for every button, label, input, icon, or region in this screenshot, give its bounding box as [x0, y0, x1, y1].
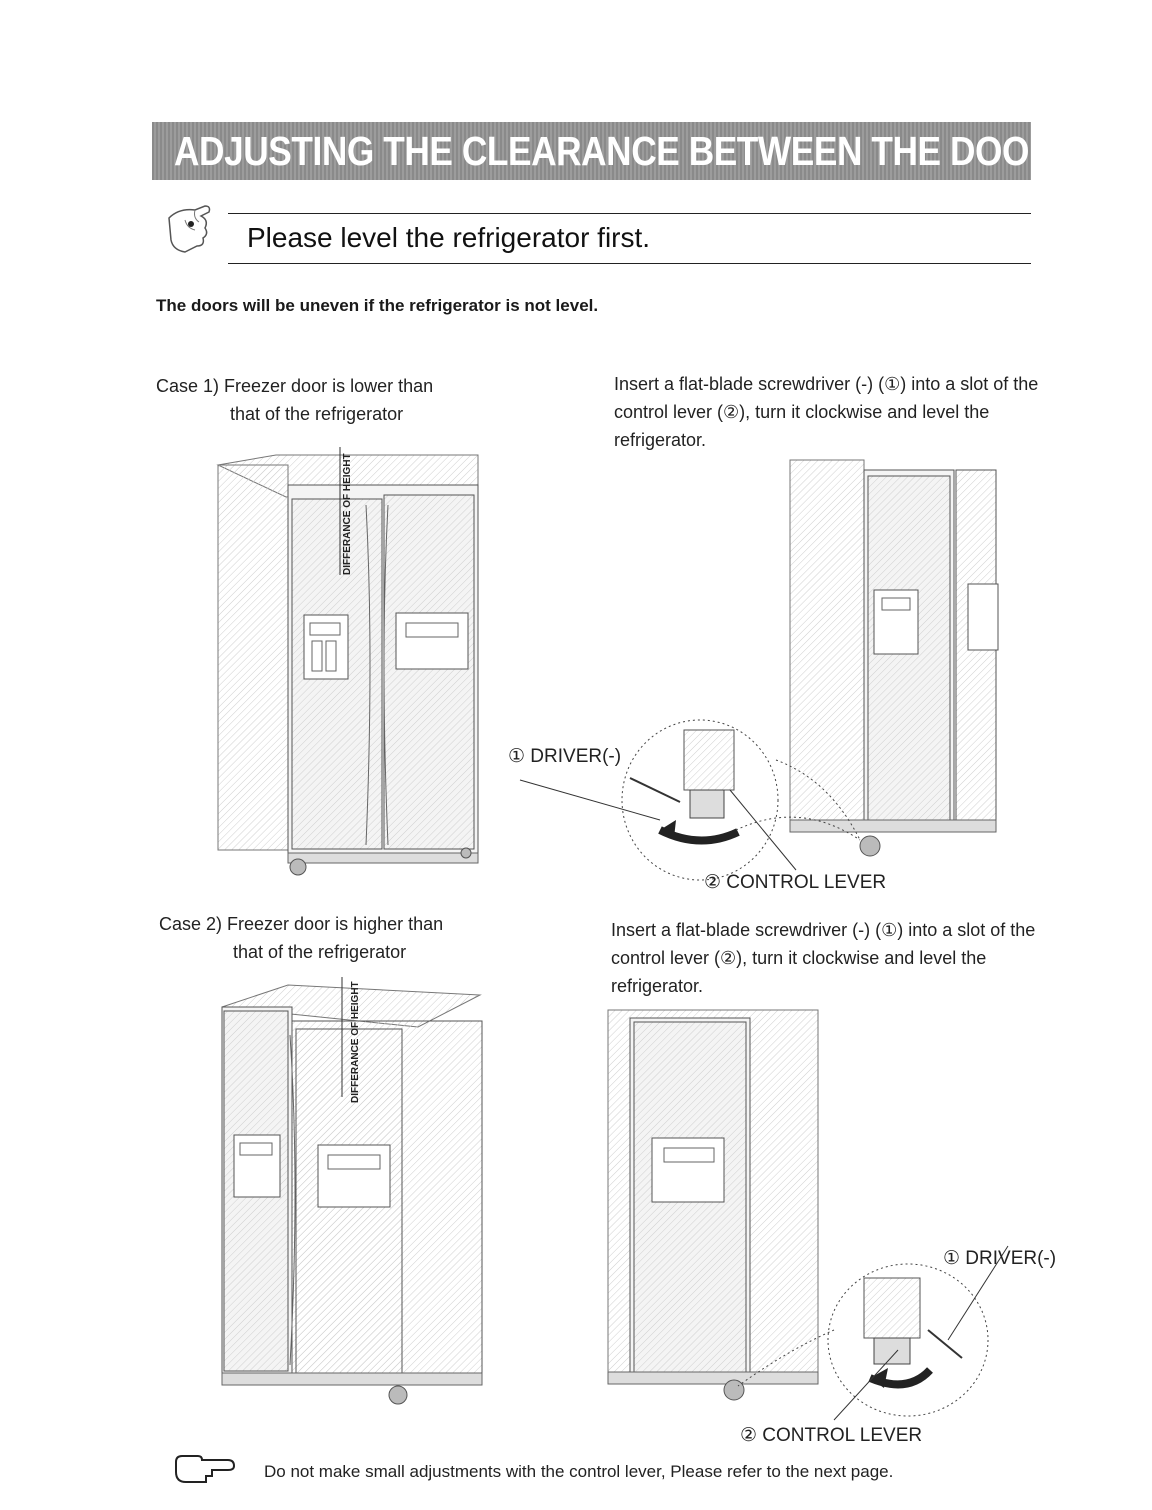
svg-text:DIFFERANCE OF HEIGHT: DIFFERANCE OF HEIGHT: [342, 453, 353, 575]
case2-instruction: Insert a flat-blade screwdriver (-) (①) …: [611, 920, 1036, 996]
subtitle-bottom-rule: [228, 263, 1031, 264]
case2-adjustment-illustration: [607, 1009, 1009, 1421]
case1-instruction: Insert a flat-blade screwdriver (-) (①) …: [614, 374, 1039, 450]
level-warning: The doors will be uneven if the refriger…: [156, 296, 599, 315]
case1-control-lever-label: ② CONTROL LEVER: [704, 872, 887, 893]
case1-adjustment-illustration: [519, 459, 999, 881]
page-title: ADJUSTING THE CLEARANCE BETWEEN THE DOOR…: [174, 128, 1078, 174]
title-banner: ADJUSTING THE CLEARANCE BETWEEN THE DOOR…: [152, 122, 1078, 180]
pointing-hand-icon: [165, 200, 217, 263]
case1-heading: Case 1) Freezer door is lower than that …: [156, 376, 434, 424]
subtitle: Please level the refrigerator first.: [247, 222, 651, 253]
case1-driver-label: ① DRIVER(-): [508, 746, 622, 767]
svg-text:DIFFERANCE OF HEIGHT: DIFFERANCE OF HEIGHT: [350, 981, 361, 1103]
case2-driver-label: ① DRIVER(-): [943, 1248, 1057, 1269]
note-text: Do not make small adjustments with the c…: [264, 1462, 894, 1481]
subtitle-top-rule: [228, 213, 1031, 214]
pointing-finger-note-icon: [172, 1452, 238, 1497]
case2-heading: Case 2) Freezer door is higher than that…: [159, 914, 444, 962]
case2-control-lever-label: ② CONTROL LEVER: [740, 1425, 923, 1446]
case2-refrigerator-illustration: DIFFERANCE OF HEIGHT: [221, 977, 483, 1405]
case1-refrigerator-illustration: DIFFERANCE OF HEIGHT: [216, 447, 479, 876]
